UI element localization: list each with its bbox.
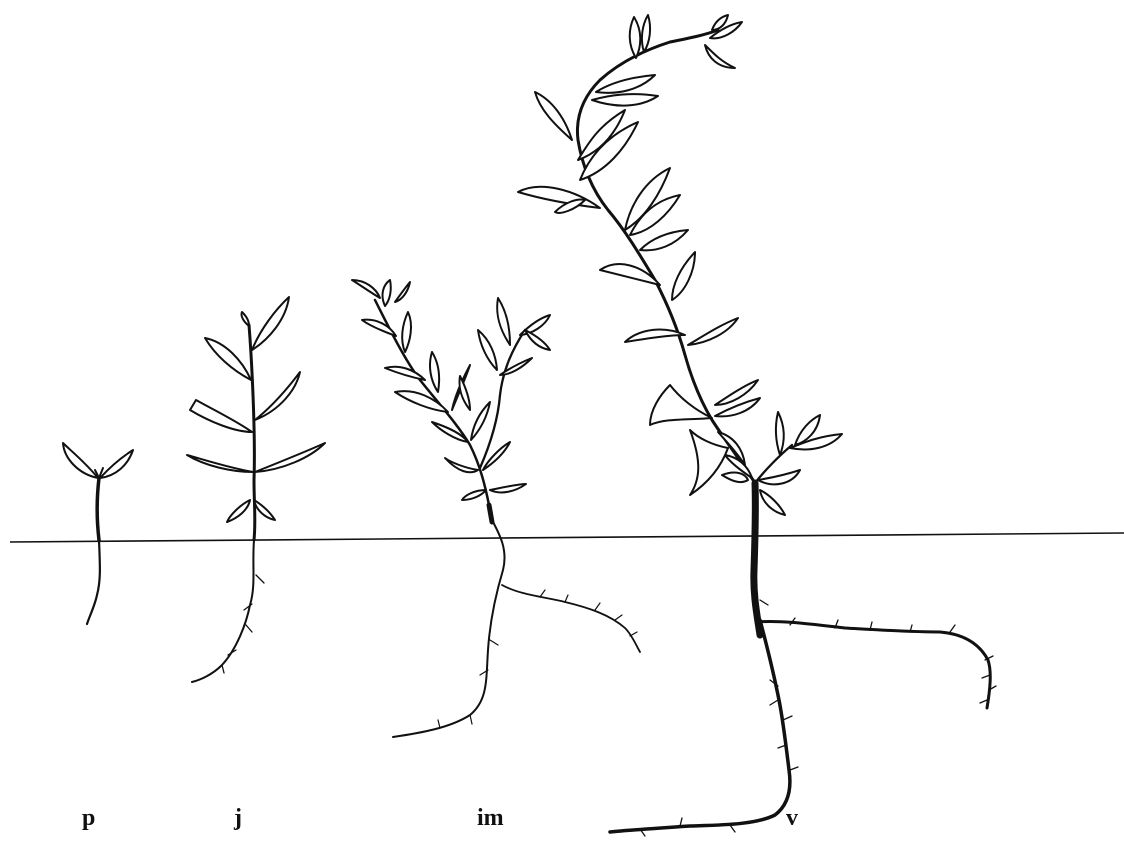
plant-im-shoot — [352, 280, 550, 522]
cotyledon-left — [63, 443, 98, 478]
plant-j — [187, 297, 325, 682]
stage-label-j: j — [234, 806, 242, 830]
plant-im-root — [393, 520, 640, 737]
cotyledon-right — [100, 450, 133, 478]
stage-label-p: p — [82, 806, 95, 830]
plant-v — [518, 15, 996, 836]
plant-p-shoot — [63, 443, 133, 540]
plant-im — [352, 280, 640, 737]
stage-label-im: im — [477, 806, 504, 830]
plant-p — [63, 443, 133, 624]
ground-line — [10, 533, 1124, 542]
plant-p-root — [87, 540, 100, 624]
plant-v-shoot — [518, 15, 842, 515]
plant-j-root — [192, 540, 264, 682]
plant-j-shoot — [187, 297, 325, 540]
stage-label-v: v — [786, 806, 798, 830]
